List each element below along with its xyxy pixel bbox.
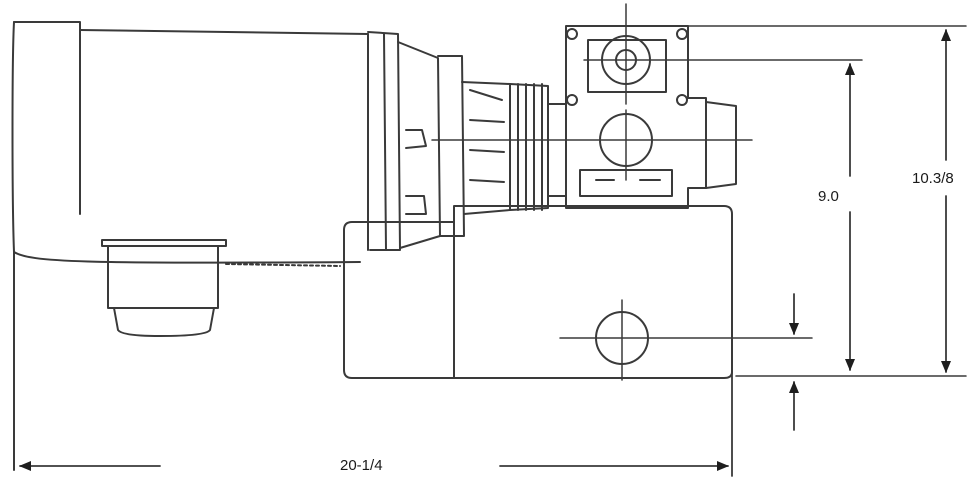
- pump-block: [343, 205, 733, 379]
- shaft-height-dimension: [789, 63, 855, 431]
- overall-height-label: 10.3/8: [910, 170, 956, 188]
- length-dimension: [19, 371, 733, 477]
- overall-length-label: 20-1/4: [338, 457, 385, 475]
- terminal-box: [101, 239, 341, 337]
- flange: [367, 31, 567, 251]
- shaft-height-label: 9.0: [816, 188, 841, 206]
- gearbox: [565, 25, 737, 209]
- motor-body: [11, 21, 369, 471]
- center-lines: [431, 3, 967, 381]
